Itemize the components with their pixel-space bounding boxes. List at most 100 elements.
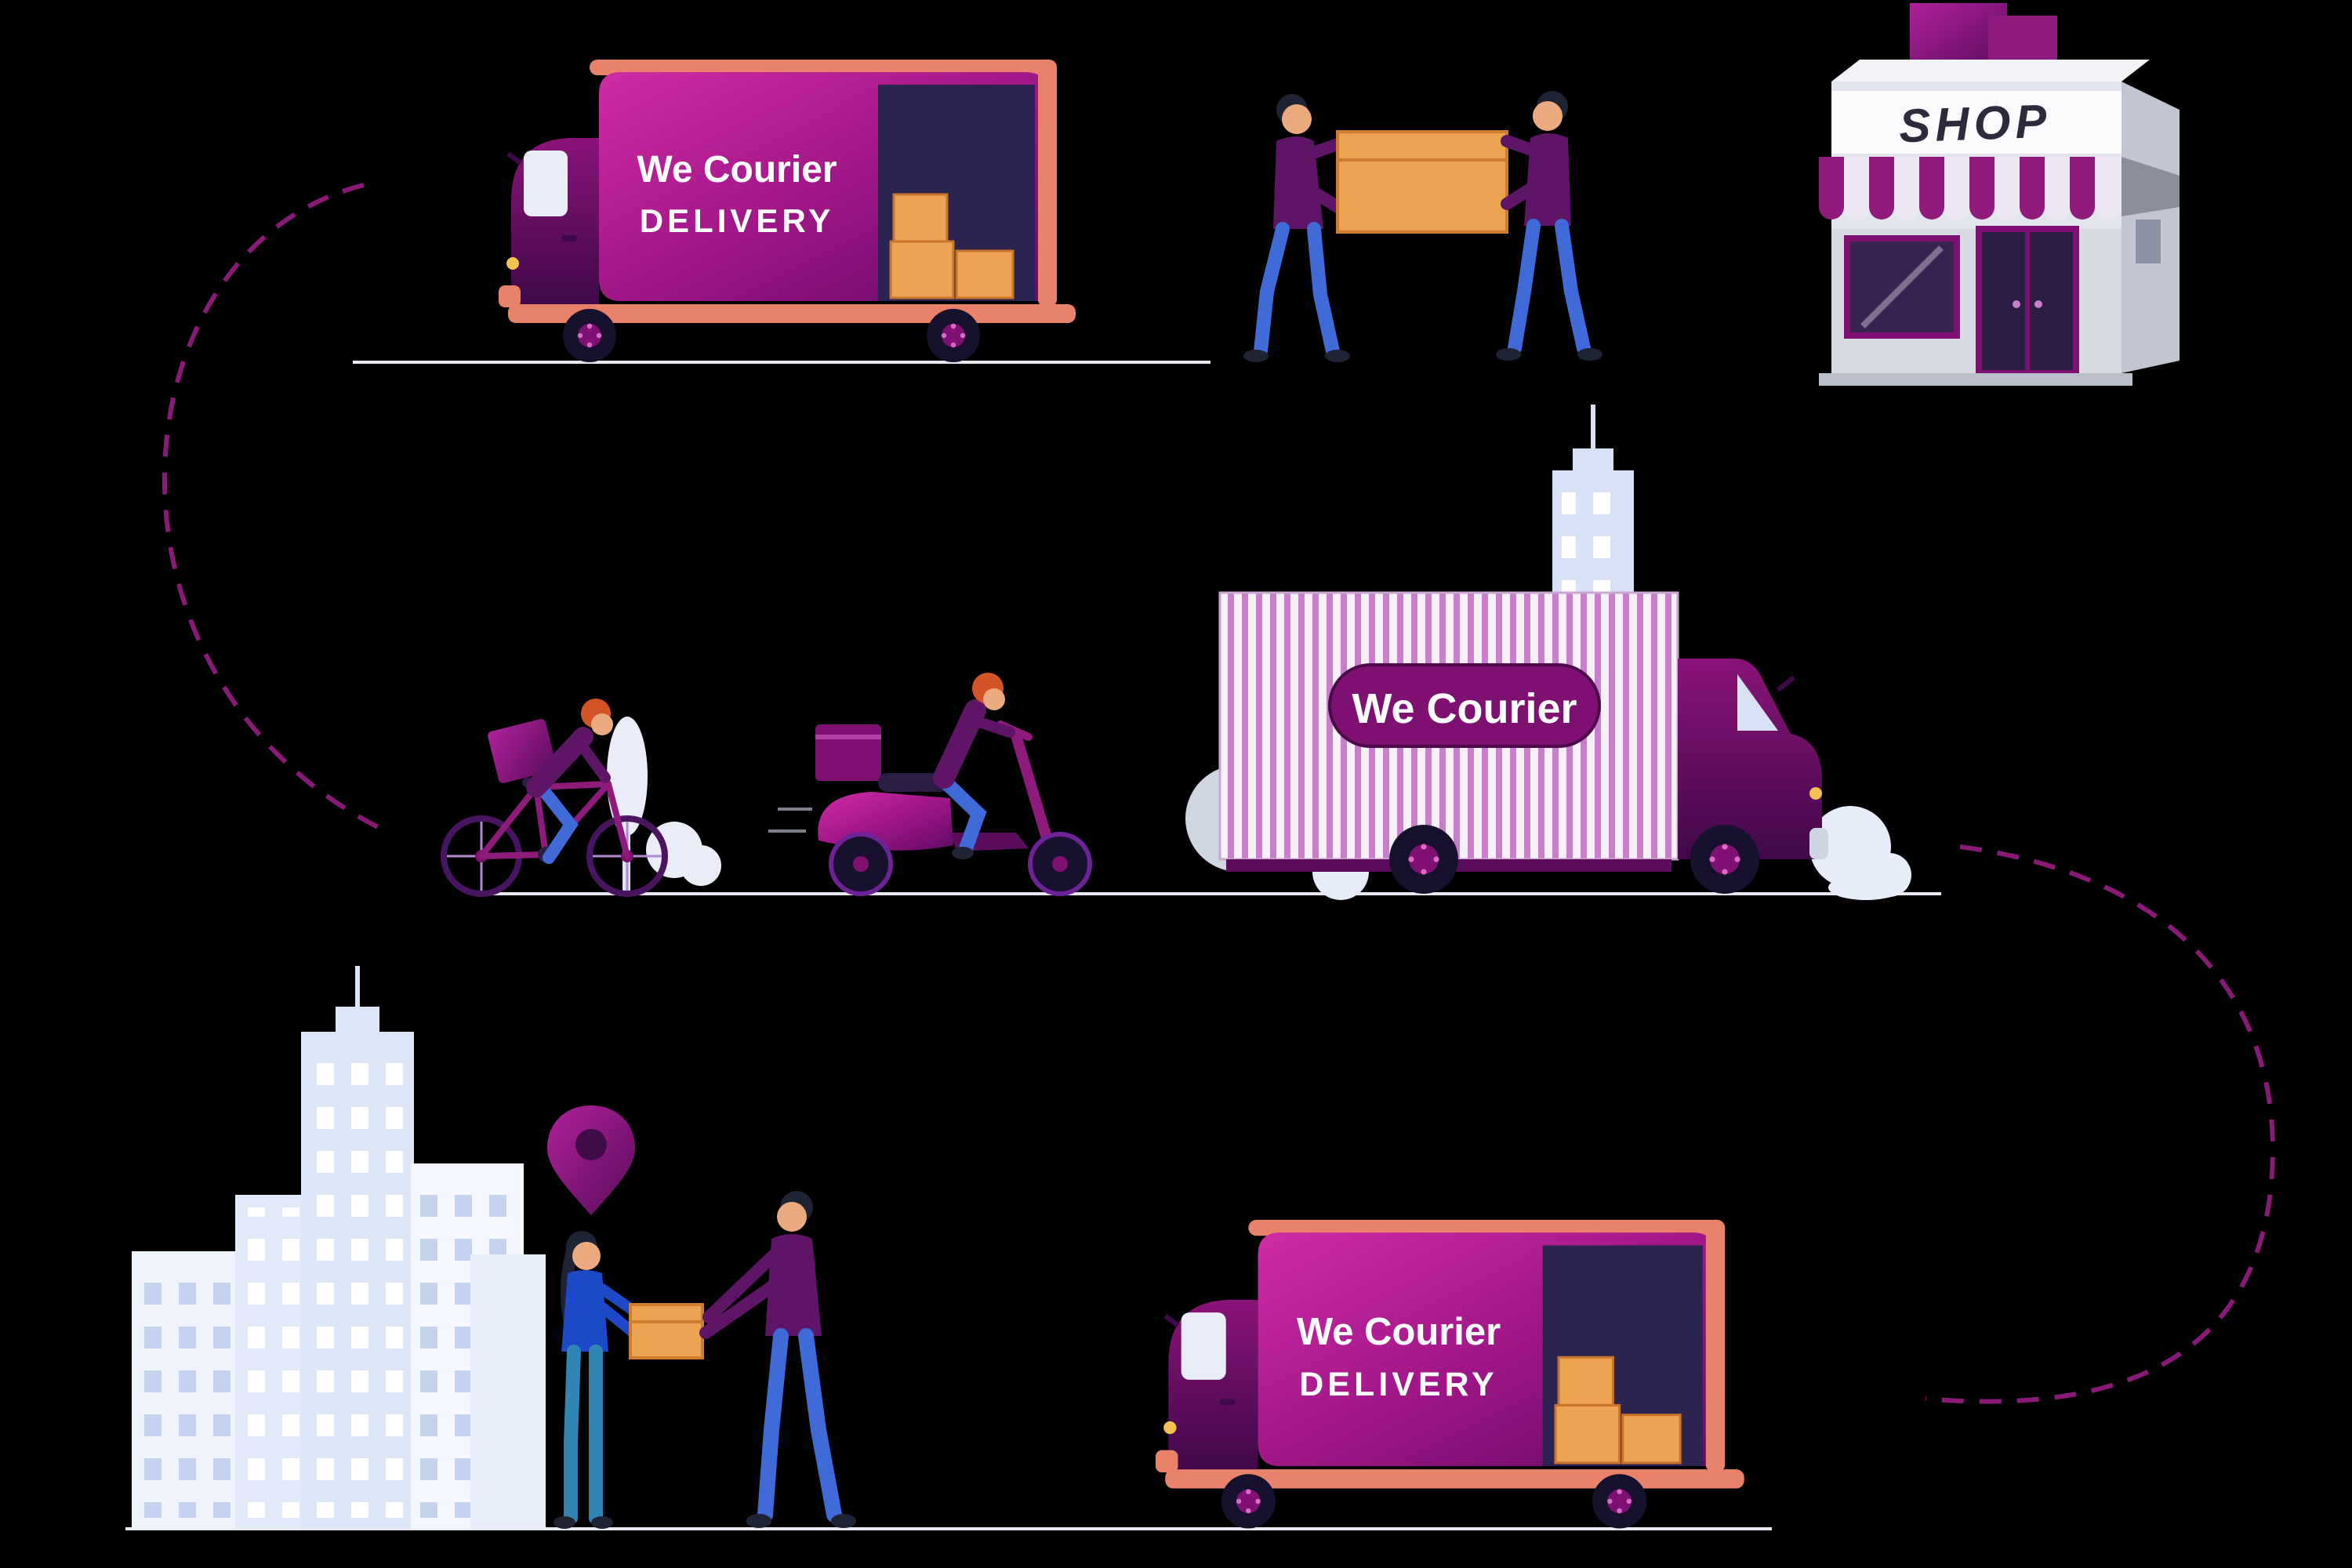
worker-left [1243,94,1350,362]
city-skyline [132,966,546,1529]
cyclist [488,699,613,864]
truck-top-rail [1248,1219,1726,1236]
cab-door-handle [561,235,577,241]
front-bumper [499,285,521,307]
cyclist-face [591,713,613,735]
headlight [1809,787,1822,800]
brand-badge [1328,663,1601,748]
headlight [1163,1421,1177,1435]
truck-top-rail [590,60,1057,75]
worker-left-legs [1254,222,1340,358]
worker-right-torso [1524,133,1571,226]
cab-window [1181,1312,1226,1380]
recipient-woman [554,1231,644,1529]
package-handoff [554,1191,856,1529]
woman-head [572,1242,601,1270]
front-wheel [563,309,616,362]
shop-base [1819,373,2132,386]
worker-right-head [1533,101,1563,131]
route-dashed-right [1925,844,2275,1404]
truck-brand-line1: We Courier [1297,1311,1501,1353]
delivery-truck-branded: We Courier [1185,405,1911,900]
middle-truck-brand: We Courier [1352,685,1577,732]
scooter-delivery-box [815,724,881,781]
worker-right-shoe [1577,348,1602,361]
courier-backpack [488,719,557,783]
worker-left-shoe [1325,350,1350,362]
man-shoe [831,1514,856,1528]
shop-side-window [2136,220,2161,263]
scooter-courier [768,673,1092,896]
shop-awning [1819,157,2122,220]
truck-front-wheel [1690,825,1759,894]
shop-window [1844,235,1960,339]
worker-right-legs [1508,219,1591,355]
package-box-carried [1336,130,1508,234]
truck-rear-rail [1038,60,1057,307]
handoff-box [629,1303,704,1359]
worker-left-head [1282,104,1312,134]
route-dashed-left [162,183,381,830]
rider-arm [967,714,1015,738]
shop-door-handle [2034,300,2042,308]
scooter-seat [878,773,950,792]
cab-windshield [1737,674,1778,731]
rear-wheel [1592,1474,1647,1529]
cargo-boxes [889,193,1014,299]
woman-legs [564,1345,603,1525]
building-tall-cap [336,1007,379,1032]
scooter-column [1011,730,1053,846]
woman-shoe [554,1516,575,1529]
shop-sign-text: SHOP [1898,95,2052,153]
shop-sign-band [1831,91,2122,154]
worker-right-shoe [1496,348,1521,361]
truck-brand-line2: DELIVERY [640,202,834,239]
truck-brand-line2: DELIVERY [1299,1366,1497,1403]
location-pin-icon [547,1105,635,1215]
rider-leg [934,771,987,855]
shop-window-reflection [1860,245,1944,328]
cab-mirror [506,151,522,165]
scooter-rear-wheel [829,832,893,896]
cargo-boxes [1554,1356,1682,1465]
building-far-right [470,1254,546,1529]
man-legs [757,1328,842,1523]
courier-man [699,1191,856,1528]
cyclist-arm [575,738,611,783]
worker-right-arms [1501,135,1543,210]
rear-wheel [927,309,980,362]
rider-face [983,688,1005,710]
delivery-truck-loaded: We Courier DELIVERY [499,60,1076,362]
shop-awning-side [2122,157,2180,216]
headlight [506,257,519,270]
cab-window [524,151,568,216]
woman-shoe [591,1516,613,1529]
background-tower [1552,405,1634,608]
cab-door-handle [1219,1399,1236,1406]
workers-carrying-package [1243,91,1602,362]
bicycle-courier [441,699,721,897]
worker-left-arms [1301,138,1344,213]
speed-lines [768,808,812,833]
scooter-rider [933,673,1015,859]
truck-rear-rail [1705,1219,1726,1473]
truck-rear-wheel [1389,825,1458,894]
front-bumper [1809,828,1828,859]
cab-mirror [1163,1313,1180,1327]
man-torso [765,1234,822,1336]
man-arms [699,1248,784,1339]
shop-building: SHOP [1819,3,2180,386]
shop-door-handle [2013,300,2020,308]
cab-mirror [1777,675,1795,692]
cyclist-leg [535,781,579,864]
rider-shoe [952,847,974,859]
front-bumper [1156,1450,1178,1473]
woman-torso [561,1270,608,1352]
shop-roof-face [1831,60,2150,82]
man-shoe [746,1514,771,1528]
scooter-front-wheel [1028,832,1092,896]
truck-brand-line1: We Courier [637,149,837,191]
man-head [777,1202,807,1232]
front-wheel [1221,1474,1276,1529]
